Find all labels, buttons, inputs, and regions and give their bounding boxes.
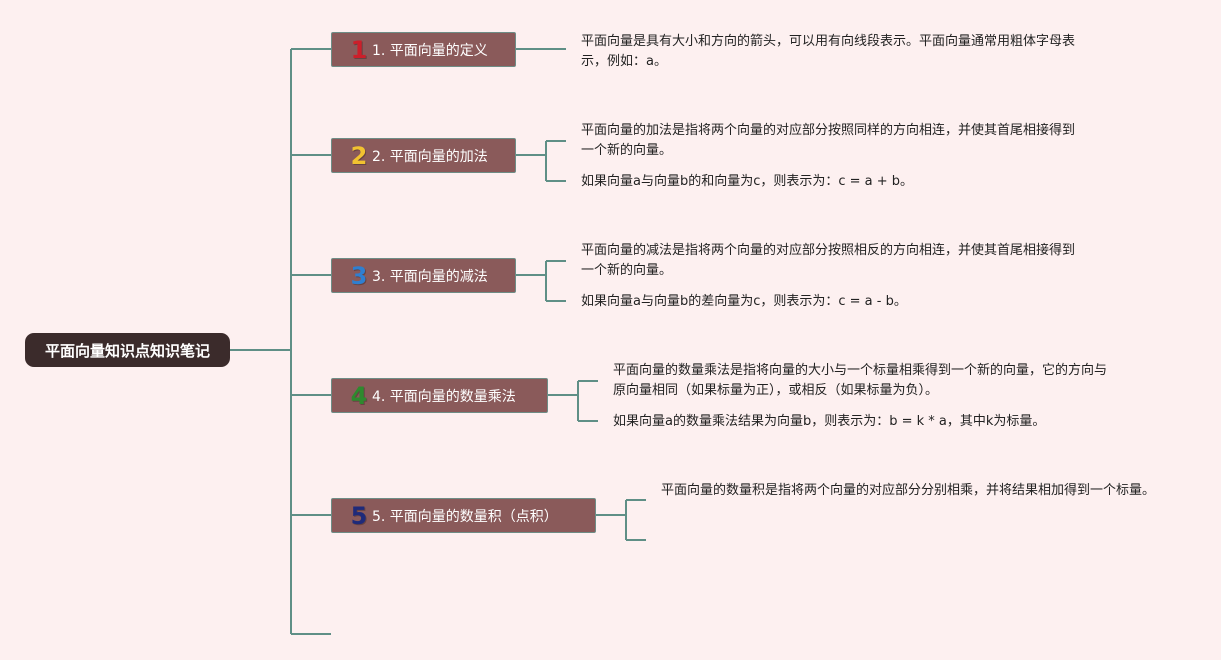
number-2-icon: 2	[350, 141, 368, 170]
number-3-icon: 3	[350, 261, 368, 290]
branch-label: 1. 平面向量的定义	[372, 42, 488, 59]
branch-label: 4. 平面向量的数量乘法	[372, 388, 516, 405]
note-3-2[interactable]: 如果向量a与向量b的差向量为c，则表示为：c = a - b。	[581, 294, 907, 309]
number-4-icon: 4	[350, 381, 368, 410]
branch-label: 2. 平面向量的加法	[372, 148, 488, 165]
root-title: 平面向量知识点知识笔记	[44, 341, 210, 360]
number-1-icon: 1	[350, 35, 368, 64]
note-4-1[interactable]: 平面向量的数量乘法是指将向量的大小与一个标量相乘得到一个新的向量，它的方向与原向…	[613, 363, 1108, 398]
branch-node-3[interactable]: 3 3. 平面向量的减法	[331, 258, 516, 293]
note-3-1[interactable]: 平面向量的减法是指将两个向量的对应部分按照相反的方向相连，并使其首尾相接得到一个…	[581, 243, 1076, 278]
note-2-1[interactable]: 平面向量的加法是指将两个向量的对应部分按照同样的方向相连，并使其首尾相接得到一个…	[581, 123, 1076, 158]
branch-node-4[interactable]: 4 4. 平面向量的数量乘法	[331, 378, 548, 413]
note-1-1[interactable]: 平面向量是具有大小和方向的箭头，可以用有向线段表示。平面向量通常用粗体字母表示，…	[581, 34, 1076, 69]
root-node[interactable]: 平面向量知识点知识笔记	[25, 333, 230, 367]
branch-label: 3. 平面向量的减法	[372, 268, 488, 285]
note-4-2[interactable]: 如果向量a的数量乘法结果为向量b，则表示为：b = k * a，其中k为标量。	[613, 414, 1046, 429]
note-5-1[interactable]: 平面向量的数量积是指将两个向量的对应部分分别相乘，并将结果相加得到一个标量。	[661, 483, 1156, 498]
branch-node-5[interactable]: 5 5. 平面向量的数量积（点积）	[331, 498, 596, 533]
number-5-icon: 5	[350, 501, 368, 530]
branch-node-1[interactable]: 1 1. 平面向量的定义	[331, 32, 516, 67]
note-2-2[interactable]: 如果向量a与向量b的和向量为c，则表示为：c = a + b。	[581, 174, 914, 189]
branch-node-2[interactable]: 2 2. 平面向量的加法	[331, 138, 516, 173]
branch-label: 5. 平面向量的数量积（点积）	[372, 508, 558, 525]
